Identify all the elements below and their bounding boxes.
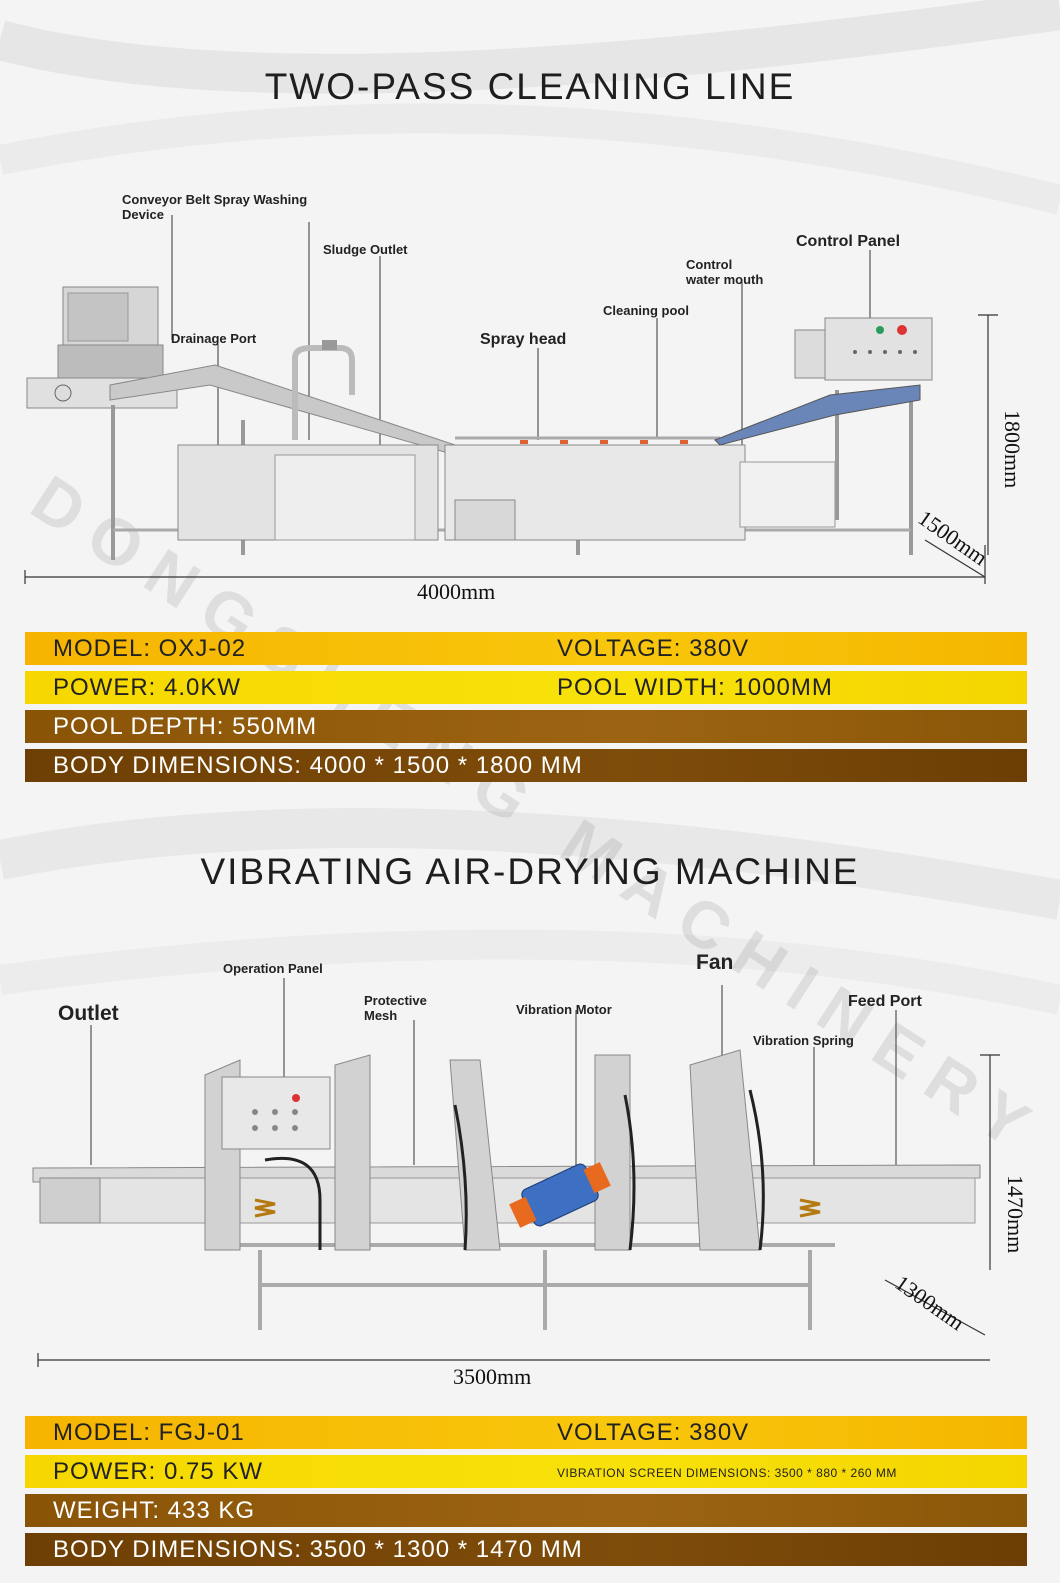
- dim-height-2: 1470mm: [1003, 1175, 1028, 1254]
- dim-length-1: 4000mm: [417, 579, 496, 604]
- callout-feed-port: Feed Port: [848, 993, 922, 1010]
- spec-row-3: POOL DEPTH: 550MM: [25, 710, 1027, 743]
- spec-body-dimensions: BODY DIMENSIONS: 4000 * 1500 * 1800 MM: [53, 752, 583, 779]
- callout-protective-mesh: Protective Mesh: [364, 993, 427, 1023]
- callout-vibration-spring: Vibration Spring: [753, 1033, 854, 1048]
- spec2-row-4: BODY DIMENSIONS: 3500 * 1300 * 1470 MM: [25, 1533, 1027, 1566]
- spec-pool-width: POOL WIDTH: 1000MM: [557, 674, 833, 701]
- dim-length-2: 3500mm: [453, 1364, 532, 1389]
- callout-control-panel: Control Panel: [796, 233, 901, 250]
- callout-operation-panel: Operation Panel: [223, 961, 323, 976]
- spec2-row-1: MODEL: FGJ-01 VOLTAGE: 380V: [25, 1416, 1027, 1449]
- callout-sludge-outlet: Sludge Outlet: [323, 242, 408, 257]
- spec2-weight: WEIGHT: 433 KG: [53, 1497, 256, 1524]
- callout-vibration-motor: Vibration Motor: [516, 1002, 612, 1017]
- spec-voltage: VOLTAGE: 380V: [557, 635, 750, 662]
- spec2-row-3: WEIGHT: 433 KG: [25, 1494, 1027, 1527]
- callout-fan: Fan: [696, 951, 734, 974]
- air-drying-machine-illustration: [32, 978, 1000, 1367]
- callout-drainage-port: Drainage Port: [171, 331, 257, 346]
- callout-conveyor-belt-spray: Conveyor Belt Spray Washing Device: [122, 192, 308, 222]
- spec2-model: MODEL: FGJ-01: [53, 1419, 245, 1446]
- spec-power: POWER: 4.0KW: [53, 674, 242, 701]
- section1-title: TWO-PASS CLEANING LINE: [264, 66, 796, 107]
- callout-outlet: Outlet: [58, 1002, 119, 1025]
- callout-control-water-mouth: Control water mouth: [686, 257, 764, 287]
- section2-title: VIBRATING AIR-DRYING MACHINE: [200, 851, 860, 892]
- callout-spray-head: Spray head: [480, 331, 567, 348]
- dim-height-1: 1800mm: [1000, 410, 1025, 489]
- spec-row-2: POWER: 4.0KW POOL WIDTH: 1000MM: [25, 671, 1027, 704]
- spec2-voltage: VOLTAGE: 380V: [557, 1419, 750, 1446]
- spec-pool-depth: POOL DEPTH: 550MM: [53, 713, 318, 740]
- spec2-power: POWER: 0.75 KW: [53, 1458, 264, 1485]
- spec2-body-dimensions: BODY DIMENSIONS: 3500 * 1300 * 1470 MM: [53, 1536, 583, 1563]
- spec2-row-2: POWER: 0.75 KW VIBRATION SCREEN DIMENSIO…: [25, 1455, 1027, 1488]
- callout-cleaning-pool: Cleaning pool: [603, 303, 689, 318]
- cleaning-line-illustration: [24, 215, 998, 584]
- spec2-screen-dimensions: VIBRATION SCREEN DIMENSIONS: 3500 * 880 …: [557, 1466, 897, 1480]
- spec-row-4: BODY DIMENSIONS: 4000 * 1500 * 1800 MM: [25, 749, 1027, 782]
- spec-row-1: MODEL: OXJ-02 VOLTAGE: 380V: [25, 632, 1027, 665]
- spec-model: MODEL: OXJ-02: [53, 635, 247, 662]
